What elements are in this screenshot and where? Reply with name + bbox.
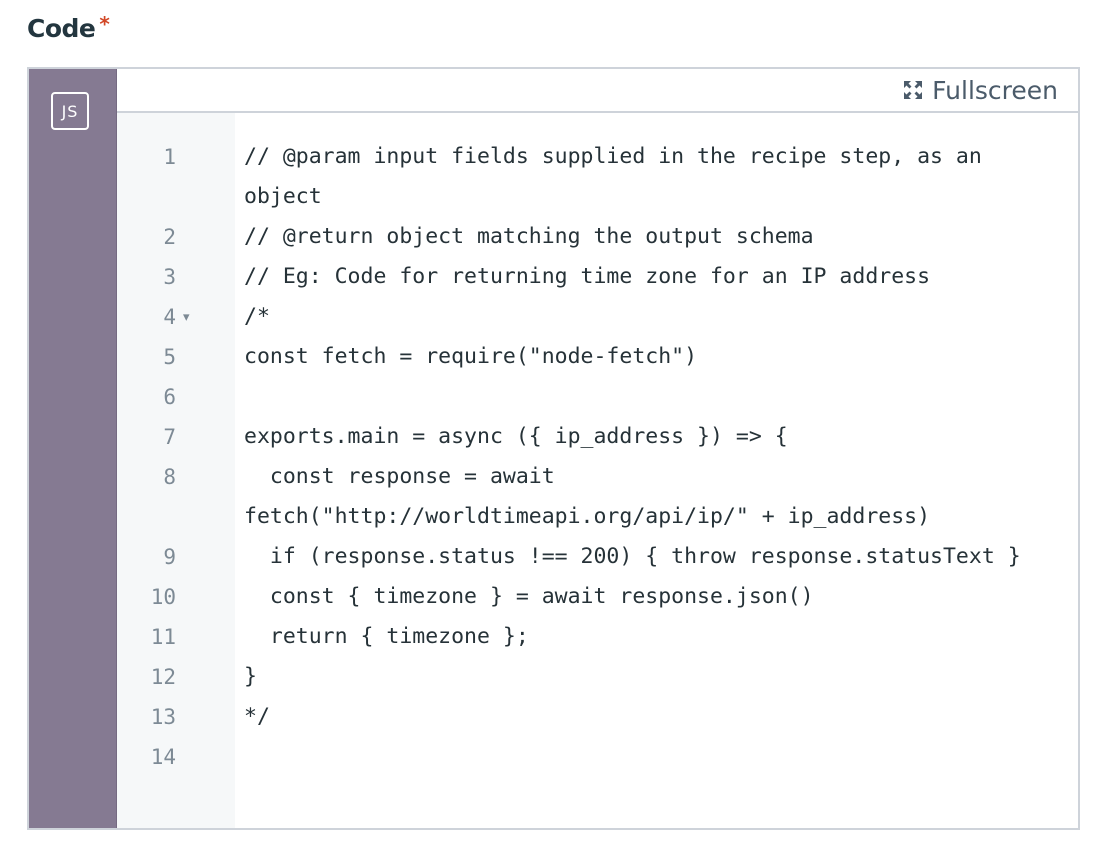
expand-icon xyxy=(904,81,923,99)
code-editor: JS Fullscreen 1 // @param input fields su… xyxy=(27,67,1080,830)
line-number: 5 xyxy=(163,345,176,369)
line-number: 1 xyxy=(163,145,176,169)
required-asterisk: * xyxy=(99,12,110,36)
line-number: 7 xyxy=(163,425,176,449)
code-text: const fetch = require("node-fetch") xyxy=(244,344,698,369)
fold-toggle-icon[interactable]: ▾ xyxy=(183,309,190,324)
code-text: } xyxy=(244,664,257,689)
line-number-gutter xyxy=(117,113,235,828)
code-line[interactable]: 10 const { timezone } = await response.j… xyxy=(117,577,1078,617)
code-text: const { timezone } = await response.json… xyxy=(244,584,814,609)
line-number: 8 xyxy=(163,465,176,489)
editor-toolbar: Fullscreen xyxy=(117,69,1078,113)
language-rail: JS xyxy=(29,69,117,828)
code-text xyxy=(244,377,1070,417)
code-line[interactable]: 7 exports.main = async ({ ip_address }) =… xyxy=(117,417,1078,457)
code-line[interactable]: 1 // @param input fields supplied in the … xyxy=(117,137,1078,217)
code-line[interactable]: 13 */ xyxy=(117,697,1078,737)
code-text: // @param input fields supplied in the r… xyxy=(244,144,995,209)
code-text: // Eg: Code for returning time zone for … xyxy=(244,264,931,289)
js-language-icon: JS xyxy=(51,92,89,130)
code-text: */ xyxy=(244,704,270,729)
fullscreen-button[interactable]: Fullscreen xyxy=(904,75,1058,105)
field-label-text: Code xyxy=(27,14,96,43)
code-text: return { timezone }; xyxy=(244,624,529,649)
code-text: const response = await fetch("http://wor… xyxy=(244,464,931,529)
line-number: 12 xyxy=(150,665,176,689)
line-number: 4 xyxy=(163,305,176,329)
code-line[interactable]: 9 if (response.status !== 200) { throw r… xyxy=(117,537,1078,577)
line-number: 3 xyxy=(163,265,176,289)
line-number: 10 xyxy=(150,585,176,609)
code-line[interactable]: 5 const fetch = require("node-fetch") xyxy=(117,337,1078,377)
code-text xyxy=(244,737,1070,777)
line-number: 14 xyxy=(150,745,176,769)
code-area[interactable]: 1 // @param input fields supplied in the … xyxy=(117,113,1078,828)
line-number: 13 xyxy=(150,705,176,729)
code-text: exports.main = async ({ ip_address }) =>… xyxy=(244,424,788,449)
code-text: /* xyxy=(244,304,270,329)
code-line[interactable]: 6 xyxy=(117,377,1078,417)
code-line[interactable]: 2 // @return object matching the output s… xyxy=(117,217,1078,257)
code-text: if (response.status !== 200) { throw res… xyxy=(244,544,1021,569)
line-number: 9 xyxy=(163,545,176,569)
code-line[interactable]: 3 // Eg: Code for returning time zone for… xyxy=(117,257,1078,297)
code-line[interactable]: 4 ▾ /* xyxy=(117,297,1078,337)
code-field-label: Code* xyxy=(27,12,110,43)
code-lines: 1 // @param input fields supplied in the … xyxy=(117,137,1078,777)
code-line[interactable]: 8 const response = await fetch("http://w… xyxy=(117,457,1078,537)
line-number: 11 xyxy=(150,625,176,649)
line-number: 6 xyxy=(163,385,176,409)
code-line[interactable]: 11 return { timezone }; xyxy=(117,617,1078,657)
line-number: 2 xyxy=(163,225,176,249)
code-line[interactable]: 14 xyxy=(117,737,1078,777)
fullscreen-label: Fullscreen xyxy=(932,75,1058,105)
code-text: // @return object matching the output sc… xyxy=(244,224,814,249)
code-line[interactable]: 12} xyxy=(117,657,1078,697)
